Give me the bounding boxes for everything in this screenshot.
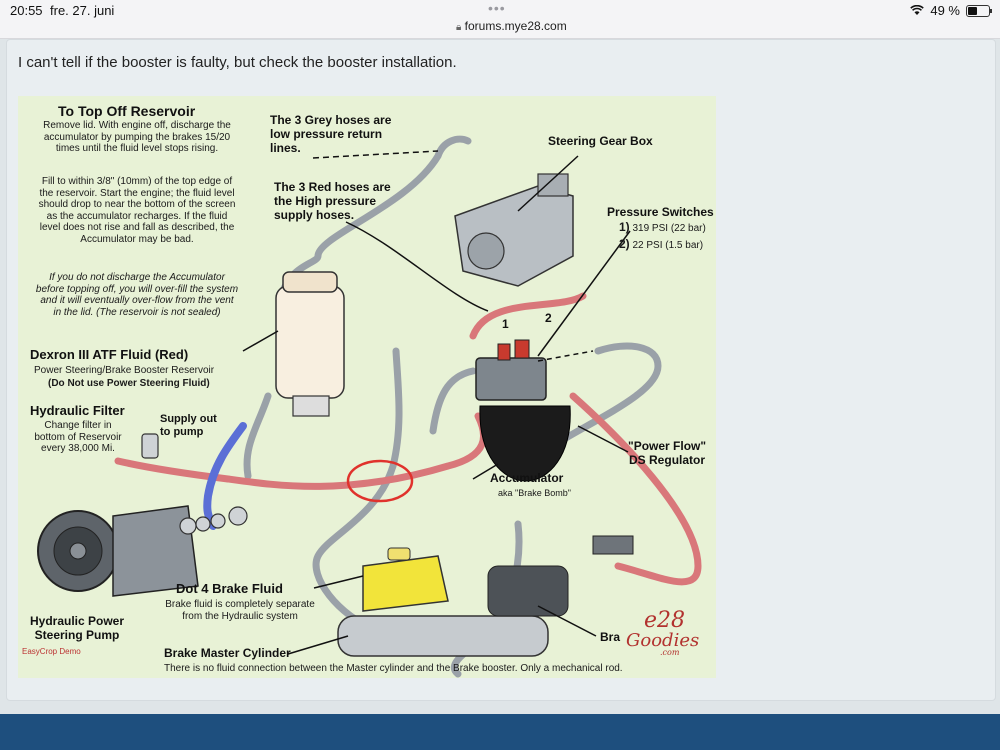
easycrop-watermark: EasyCrop Demo xyxy=(22,647,81,656)
reservoir-instructions-1: Remove lid. With engine off, discharge t… xyxy=(43,120,231,154)
dexron-title: Dexron III ATF Fluid (Red) xyxy=(30,347,189,362)
reservoir-illustration xyxy=(275,271,345,417)
blue-supply-hose xyxy=(203,422,247,530)
bottom-navigation-bar xyxy=(0,714,1000,750)
red-hoses-label: The 3 Red hoses are the High pressure su… xyxy=(274,180,391,222)
hydraulic-system-diagram: To Top Off Reservoir Remove lid. With en… xyxy=(18,96,716,678)
pump-title: Hydraulic Power Steering Pump xyxy=(29,614,125,642)
pressure-switch-2: 2) 22 PSI (1.5 bar) xyxy=(619,237,704,251)
booster-label-partial: Bra xyxy=(600,630,621,644)
pressure-switch-1: 1) 319 PSI (22 bar) xyxy=(619,220,706,234)
pump-illustration xyxy=(37,505,199,597)
diagram-drawing xyxy=(37,135,702,678)
valve-block-illustration xyxy=(475,339,547,401)
filter-text: Change filter in bottom of Reservoir eve… xyxy=(34,420,122,454)
dexron-warning: (Do Not use Power Steering Fluid) xyxy=(48,378,210,389)
address-bar[interactable]: 🔒︎ forums.mye28.com xyxy=(456,19,567,33)
accumulator-illustration xyxy=(479,405,571,482)
e28-goodies-logo: e28 Goodies .com xyxy=(626,608,700,657)
dexron-subtitle: Power Steering/Brake Booster Reservoir xyxy=(34,365,215,376)
master-cylinder-note: There is no fluid connection between the… xyxy=(164,663,623,674)
fittings-illustration xyxy=(141,433,248,535)
accumulator-aka: aka "Brake Bomb" xyxy=(498,488,571,498)
tab-overview-dots[interactable]: ••• xyxy=(488,0,506,16)
status-date: fre. 27. juni xyxy=(50,3,115,18)
wifi-icon xyxy=(910,5,925,15)
switch-number-1: 1 xyxy=(502,317,509,331)
battery-icon xyxy=(966,4,992,17)
reservoir-title: To Top Off Reservoir xyxy=(58,103,196,119)
battery-level xyxy=(968,6,977,15)
post-text: I can't tell if the booster is faulty, b… xyxy=(18,54,457,71)
grey-hoses-label: The 3 Grey hoses are low pressure return… xyxy=(270,113,392,155)
steering-gearbox-illustration xyxy=(454,173,574,287)
lock-icon: 🔒︎ xyxy=(456,22,462,33)
master-cylinder-illustration xyxy=(337,535,634,657)
reservoir-instructions-2: Fill to within 3/8" (10mm) of the top ed… xyxy=(38,176,236,245)
battery-percent: 49 % xyxy=(930,3,960,18)
red-circle-annotation xyxy=(346,459,414,503)
reservoir-warning: If you do not discharge the Accumulator … xyxy=(35,272,239,318)
status-indicators: 49 % xyxy=(910,3,992,18)
master-cylinder-title: Brake Master Cylinder xyxy=(164,646,291,660)
dot4-title: Dot 4 Brake Fluid xyxy=(176,581,283,596)
accumulator-label: Accumulator xyxy=(490,471,564,485)
filter-title: Hydraulic Filter xyxy=(30,403,125,418)
status-bar: 20:55 fre. 27. juni ••• 🔒︎ forums.mye28.… xyxy=(0,0,1000,39)
leader-lines xyxy=(242,150,631,655)
switch-number-2: 2 xyxy=(545,311,552,325)
power-flow-label: "Power Flow" DS Regulator xyxy=(628,439,707,467)
steering-gear-label: Steering Gear Box xyxy=(548,134,653,148)
status-time: 20:55 xyxy=(10,3,43,18)
grey-hoses xyxy=(243,135,662,678)
supply-out-label: Supply out to pump xyxy=(160,413,217,438)
pressure-switches-label: Pressure Switches xyxy=(607,205,714,219)
address-url: forums.mye28.com xyxy=(464,19,567,33)
dot4-text: Brake fluid is completely separate from … xyxy=(165,599,315,622)
